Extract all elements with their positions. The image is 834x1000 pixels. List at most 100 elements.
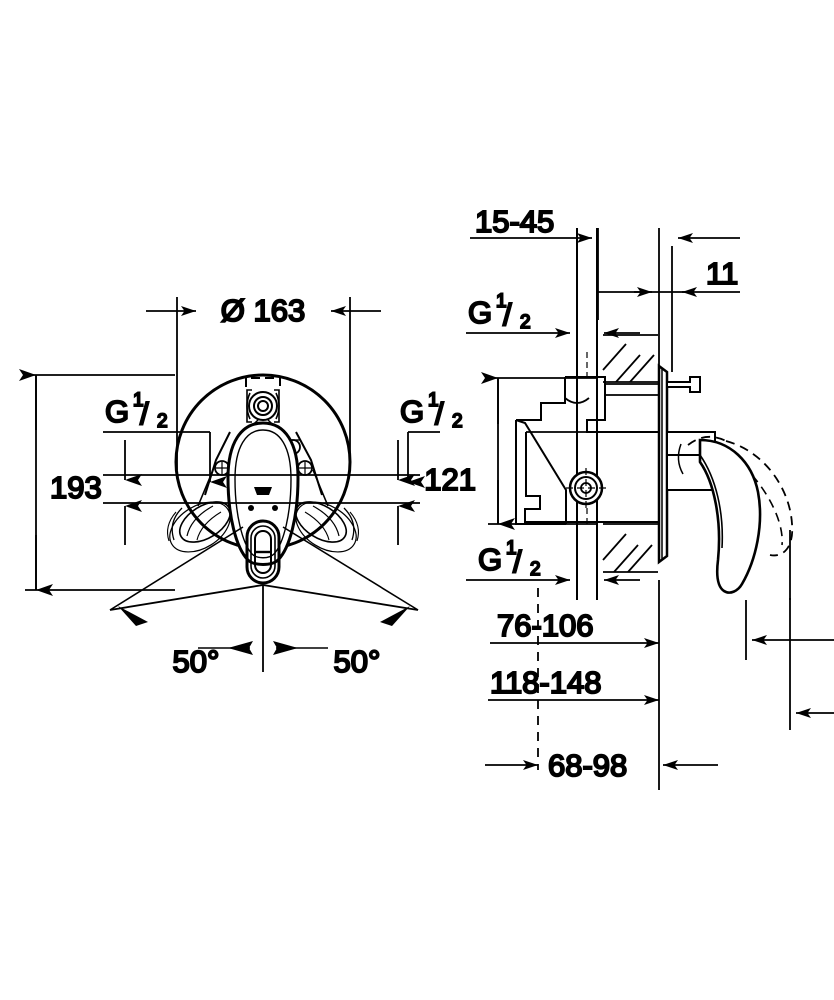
indicator-slot: [254, 487, 272, 495]
inlet-pipes: [576, 228, 598, 600]
swing-line-right: [282, 526, 419, 611]
thread-label-side-upper: G 1 / 2: [467, 290, 532, 334]
dim-label-76-106: 76-106: [497, 608, 594, 643]
diverter-inner: [257, 400, 269, 412]
angle-ray-right: [262, 584, 419, 611]
ghost-arc-left-3: [186, 505, 214, 537]
thread-leader-right: [103, 431, 440, 504]
dim-15-45: [470, 228, 599, 320]
cover-plate-body: [657, 363, 669, 565]
ghost-lever-left-1: [178, 501, 232, 543]
thread-label-left: G 1 / 2: [104, 389, 169, 433]
front-elevation-view: Ø 163 193 G 1 / 2 G: [19, 292, 464, 680]
thread-label-right: G 1 / 2: [399, 389, 464, 433]
body-upper-left: [516, 377, 566, 421]
angle-arrow-left: [118, 606, 148, 626]
dim-label-15-45: 15-45: [475, 204, 554, 239]
wall-section-hatching: [602, 334, 658, 573]
ghost-arc-right-3: [312, 505, 340, 537]
ghost-lever-left-2: [169, 501, 231, 553]
swing-line-left: [109, 526, 244, 611]
screw-cross-right: [299, 462, 311, 474]
rotation-ghost-outlines: [167, 501, 359, 553]
thread-upper-g: G: [468, 295, 492, 330]
ghost-arc-left-4: [196, 511, 222, 541]
mounting-bracket: [245, 377, 281, 387]
lever-ghost-top: [687, 435, 727, 446]
lever-handle-front: [226, 421, 300, 585]
ghost-arc-right-4: [304, 511, 330, 541]
thread-lower-num: 1: [506, 538, 517, 559]
diameter-label: Ø 163: [221, 293, 305, 328]
ghost-lever-right-2: [295, 501, 357, 553]
spindle-lines: [605, 383, 659, 396]
lever-grip-mid: [250, 525, 276, 579]
thread-label-left-slash: /: [140, 396, 149, 431]
lever-ghost-arc: [725, 440, 794, 557]
ghost-arc-right-2: [349, 511, 359, 542]
marker-dot-left: [248, 505, 254, 511]
lever-handle-side: [666, 431, 794, 594]
thread-label-left-g: G: [105, 394, 129, 429]
arm-diagonal: [515, 419, 567, 524]
lever-inner-outline: [234, 429, 292, 559]
hatch-b1: [613, 544, 639, 573]
body-upper-fillet: [564, 397, 590, 404]
lever-body: [698, 438, 762, 594]
hatch-t2: [629, 354, 655, 383]
knob-frame-l: [246, 389, 252, 423]
thread-leader-left: [103, 431, 420, 488]
height-dimension-193: [19, 369, 175, 596]
thread-upper-slash: /: [503, 297, 512, 332]
thread-label-left-num: 1: [133, 390, 144, 411]
angle-arrow-right: [380, 606, 410, 626]
screw-cross-left: [216, 462, 228, 474]
thread-label-right-slash: /: [435, 396, 444, 431]
dim-label-121: 121: [424, 462, 476, 497]
reach-dimension-marks: [745, 530, 834, 730]
dim-76-106: [490, 580, 660, 790]
body-mid-bottom: [524, 432, 658, 523]
hatch-b2: [627, 544, 653, 573]
dim-11: [596, 228, 740, 372]
thread-label-right-g: G: [400, 394, 424, 429]
angle-label-right: 50°: [334, 644, 381, 679]
thread-lower-g: G: [478, 542, 502, 577]
ghost-lever-right-1: [294, 501, 348, 543]
check-valve-mid: [574, 476, 598, 500]
lever-inner-curve: [699, 454, 724, 549]
inner-spacing-arrows: [124, 440, 415, 545]
dim-label-11: 11: [706, 256, 738, 291]
dim-label-68-98: 68-98: [548, 748, 627, 783]
hatch-t1: [615, 354, 641, 383]
diameter-dimension: [146, 297, 381, 470]
side-section-view: 15-45 11 G 1 / 2 12: [423, 203, 834, 790]
mixer-body-side: [515, 376, 701, 525]
dim-label-118-148: 118-148: [490, 665, 601, 700]
lever-shade: [677, 443, 684, 475]
height-label-193: 193: [50, 470, 102, 505]
dim-121: [481, 372, 598, 530]
ghost-arc-left-2: [167, 511, 177, 542]
knob-frame-r: [274, 389, 280, 423]
angle-ray-left: [109, 584, 264, 611]
thread-label-side-lower: G 1 / 2: [477, 537, 542, 581]
thread-label-right-den: 2: [452, 411, 463, 432]
thread-lower-slash: /: [513, 544, 522, 579]
wing-edge-left: [204, 431, 231, 496]
marker-dot-right: [272, 505, 278, 511]
lever-grip-outer: [245, 519, 281, 585]
wing-inner-right: [312, 469, 329, 507]
thread-upper-den: 2: [520, 312, 531, 333]
ghost-arc-left-1: [171, 507, 183, 541]
hatch-b3: [602, 533, 627, 561]
lever-ghost-inner: [751, 474, 783, 546]
angle-rays: [109, 526, 419, 672]
cover-plate: [657, 363, 669, 565]
thread-lower-den: 2: [530, 559, 541, 580]
angle-label-left: 50°: [173, 644, 220, 679]
thread-label-left-den: 2: [157, 411, 168, 432]
